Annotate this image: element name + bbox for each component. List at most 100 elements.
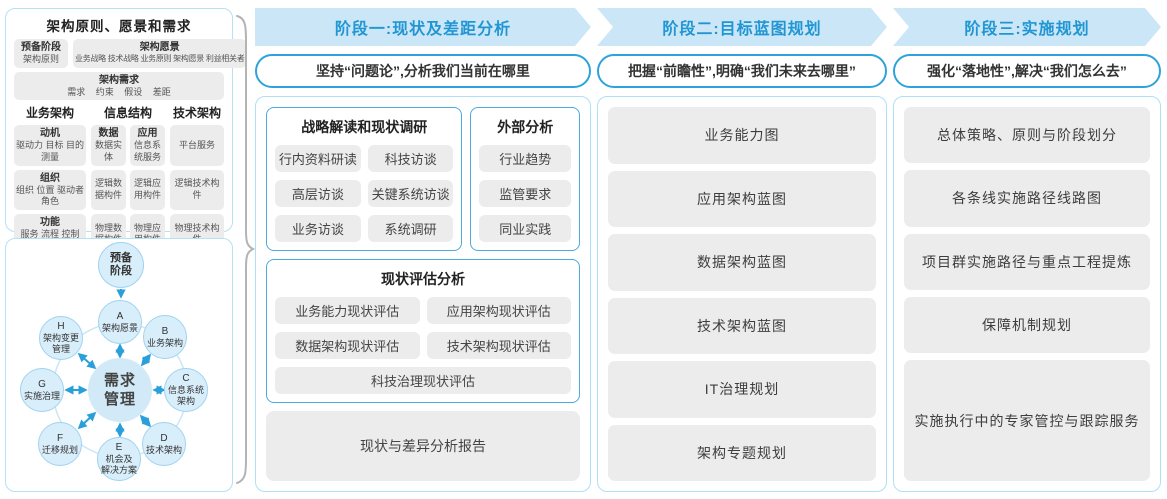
adm-node-b: B 业务架构 [143, 315, 187, 359]
assessment-grid: 业务能力现状评估 应用架构现状评估 数据架构现状评估 技术架构现状评估 [275, 297, 571, 359]
external-analysis-box: 外部分析 行业趋势 监管要求 同业实践 [470, 107, 580, 251]
implementation-item: 项目群实施路径与重点工程提炼 [904, 233, 1150, 290]
center-b-arrow-icon [140, 353, 152, 367]
phase1-top-row: 战略解读和现状调研 行内资料研读 科技访谈 高层访谈 关键系统访谈 业务访谈 系… [266, 107, 580, 251]
adm-node-h-label: 架构变更 管理 [42, 333, 79, 354]
information-subcolumns: 数据 数据实体 逻辑数据构件 物理数据构件 应用 信息系统服务 逻辑应用构件 [91, 125, 165, 255]
framework-columns: 业务架构 动机 驱动力 目标 目的 测量 组织 组织 位置 驱动者 角色 功能 … [14, 104, 224, 255]
architecture-vision-box: 架构愿景 业务战略 技术战略 业务原则 架构愿景 利益相关者 [73, 39, 247, 68]
adm-node-c: C 信息系统 架构 [164, 368, 208, 412]
strategy-research-box: 战略解读和现状调研 行内资料研读 科技访谈 高层访谈 关键系统访谈 业务访谈 系… [266, 107, 463, 251]
data-entity-box: 数据 数据实体 [91, 125, 126, 166]
phases-grid: 阶段一:现状及差距分析 阶段二:目标蓝图规划 阶段三:实施规划 坚持“问题论”,… [255, 8, 1161, 492]
blueprint-item: 业务能力图 [608, 107, 876, 164]
assessment-box: 现状评估分析 业务能力现状评估 应用架构现状评估 数据架构现状评估 技术架构现状… [266, 259, 580, 403]
external-analysis-title: 外部分析 [497, 119, 554, 135]
adm-node-b-letter: B [161, 325, 169, 337]
adm-node-d: D 技术架构 [142, 422, 186, 466]
strategy-research-title: 战略解读和现状调研 [301, 119, 428, 135]
architecture-requirements-title: 架构需求 [99, 74, 139, 86]
data-title: 数据 [98, 128, 119, 140]
blueprint-item: 数据架构蓝图 [608, 234, 876, 291]
framework-row-vision: 预备阶段 架构原则 架构愿景 业务战略 技术战略 业务原则 架构愿景 利益相关者 [14, 39, 247, 68]
phase1-panel: 战略解读和现状调研 行内资料研读 科技访谈 高层访谈 关键系统访谈 业务访谈 系… [255, 96, 591, 492]
brace-container [233, 8, 256, 492]
adm-node-c-letter: C [182, 373, 190, 385]
prep-phase-box: 预备阶段 架构原则 [14, 39, 68, 68]
center-h-arrow-icon [77, 352, 97, 370]
assessment-item: 应用架构现状评估 [426, 297, 571, 324]
architecture-vision-sub: 业务战略 技术战略 业务原则 架构愿景 利益相关者 [75, 54, 245, 63]
center-d-arrow-icon [139, 414, 152, 428]
adm-center-label: 需求管理 [103, 371, 136, 409]
architecture-requirements-sub: 需求 约束 假设 差距 [67, 86, 171, 97]
business-architecture-title: 业务架构 [25, 106, 74, 121]
data-subcolumn: 数据 数据实体 逻辑数据构件 物理数据构件 [91, 125, 126, 255]
research-item: 科技访谈 [367, 145, 454, 172]
blueprint-item: 架构专题规划 [608, 424, 876, 481]
adm-node-b-label: 业务架构 [146, 337, 183, 348]
adm-node-h-letter: H [57, 321, 65, 333]
external-item: 同业实践 [479, 215, 571, 242]
phase3-band: 阶段三:实施规划 [893, 8, 1161, 46]
assessment-title: 现状评估分析 [381, 271, 465, 287]
logical-data-box: 逻辑数据构件 [91, 169, 126, 211]
external-item: 行业趋势 [479, 145, 571, 172]
adm-node-a: A 架构愿景 [98, 300, 142, 344]
adm-prep-node: 预备阶段 [98, 242, 144, 288]
phase2-panel: 业务能力图 应用架构蓝图 数据架构蓝图 技术架构蓝图 IT治理规划 架构专题规划 [597, 96, 887, 492]
curly-brace-icon [236, 15, 256, 484]
adm-node-h: H 架构变更 管理 [39, 316, 83, 360]
phase2-band: 阶段二:目标蓝图规划 [597, 8, 887, 46]
architecture-vision-title: 架构愿景 [139, 42, 180, 53]
application-title: 应用 [137, 128, 158, 140]
logical-app-box: 逻辑应用构件 [130, 169, 165, 211]
adm-prep-label: 预备阶段 [110, 252, 132, 277]
info-system-service-box: 应用 信息系统服务 [130, 125, 165, 166]
adm-node-a-letter: A [116, 310, 124, 322]
adm-node-f: F 迁移规划 [38, 422, 82, 466]
adm-node-g: G 实施治理 [20, 368, 64, 412]
phase3-subtitle: 强化“落地性”,解决“我们怎么去” [893, 54, 1161, 88]
adm-node-f-letter: F [56, 432, 64, 444]
phase2-items: 业务能力图 应用架构蓝图 数据架构蓝图 技术架构蓝图 IT治理规划 架构专题规划 [608, 107, 876, 481]
blueprint-item: IT治理规划 [608, 361, 876, 418]
organization-box: 组织 组织 位置 驱动者 角色 [14, 169, 86, 211]
phase1-subtitle: 坚持“问题论”,分析我们当前在哪里 [255, 54, 591, 88]
implementation-item: 总体策略、原则与阶段划分 [904, 107, 1150, 164]
function-title: 功能 [40, 217, 60, 229]
adm-node-e-label: 机会及 解决方案 [100, 454, 137, 475]
blueprint-item: 应用架构蓝图 [608, 170, 876, 227]
implementation-item: 保障机制规划 [904, 296, 1150, 354]
organization-title: 组织 [40, 172, 60, 184]
adm-node-f-label: 迁移规划 [41, 444, 78, 455]
framework-title: 架构原则、愿景和需求 [46, 19, 192, 34]
phase3-items: 总体策略、原则与阶段划分 各条线实施路径线路图 项目群实施路径与重点工程提炼 保… [904, 107, 1150, 482]
phase2-subtitle: 把握“前瞻性”,明确“我们未来去哪里” [597, 54, 887, 88]
assessment-item: 数据架构现状评估 [275, 332, 420, 359]
prep-phase-sub: 架构原则 [22, 54, 59, 64]
adm-node-g-label: 实施治理 [23, 390, 60, 401]
external-item: 监管要求 [479, 180, 571, 207]
motivation-title: 动机 [40, 128, 60, 140]
adm-node-d-letter: D [160, 432, 168, 444]
prep-phase-title: 预备阶段 [21, 42, 61, 53]
external-analysis-stack: 行业趋势 监管要求 同业实践 [479, 145, 571, 242]
adm-center-node: 需求管理 [88, 358, 152, 422]
research-item: 行内资料研读 [275, 145, 361, 172]
research-item: 业务访谈 [275, 215, 361, 242]
technology-architecture-column: 技术架构 平台服务 逻辑技术构件 物理技术构件 [170, 104, 224, 255]
data-item-1: 数据实体 [94, 140, 122, 163]
technology-architecture-title: 技术架构 [172, 106, 221, 121]
application-subcolumn: 应用 信息系统服务 逻辑应用构件 物理应用构件 [130, 125, 165, 255]
left-column: 架构原则、愿景和需求 预备阶段 架构原则 架构愿景 业务战略 技术战略 业务原则… [5, 8, 247, 492]
adm-node-c-label: 信息系统 架构 [167, 385, 204, 406]
application-item-1: 信息系统服务 [133, 140, 161, 163]
adm-node-e: E 机会及 解决方案 [97, 437, 141, 481]
platform-service-box: 平台服务 [170, 125, 224, 166]
phase1-band: 阶段一:现状及差距分析 [255, 8, 591, 46]
adm-cycle-panel: 预备阶段 A 架构愿景 B 业务架构 C 信息系统 架构 D 技术架构 E 机会… [5, 238, 233, 492]
logical-tech-box: 逻辑技术构件 [170, 169, 224, 211]
motivation-sub: 驱动力 目标 目的 测量 [16, 140, 85, 163]
